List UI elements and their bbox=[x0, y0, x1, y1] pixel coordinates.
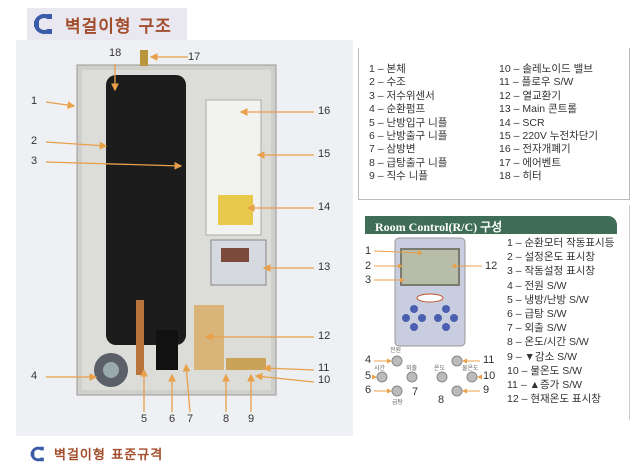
legend-item: 3 – 저수위센서 bbox=[369, 89, 435, 102]
rc-item: 9 – ▼감소 S/W bbox=[507, 350, 577, 363]
legend-item: 1 – 본체 bbox=[369, 63, 406, 75]
legend-left-column: 1 – 본체 2 – 수조 3 – 저수위센서 4 – 순환펌프 5 – 난방입… bbox=[369, 63, 447, 184]
rc-callout-7: 7 bbox=[412, 386, 419, 398]
legend-item: 4 – 순환펌프 bbox=[369, 103, 426, 116]
rc-item: 10 – 물온도 S/W bbox=[507, 364, 583, 377]
callout-16: 16 bbox=[318, 105, 331, 117]
rc-callout-10: 10 bbox=[483, 370, 496, 382]
legend-item: 5 – 난방입구 니플 bbox=[369, 116, 448, 129]
rc-item: 5 – 냉방/난방 S/W bbox=[507, 293, 589, 306]
watertemp-button-label: 물온도 bbox=[462, 366, 479, 372]
remote-control-illustration bbox=[372, 237, 482, 397]
callout-9: 9 bbox=[248, 413, 255, 425]
spec-title: 벽걸이형 표준규격 bbox=[54, 448, 164, 463]
legend-item: 17 – 에어벤트 bbox=[499, 156, 561, 169]
callout-12: 12 bbox=[318, 330, 331, 342]
rc-callout-11: 11 bbox=[483, 354, 495, 366]
callout-11: 11 bbox=[318, 362, 330, 374]
rc-callout-9: 9 bbox=[483, 384, 490, 396]
callout-15: 15 bbox=[318, 148, 331, 160]
callout-17: 17 bbox=[188, 51, 201, 63]
callout-13: 13 bbox=[318, 261, 331, 273]
rc-callout-12: 12 bbox=[485, 260, 498, 272]
callout-1: 1 bbox=[31, 95, 38, 107]
rc-item: 2 – 설정온도 표시창 bbox=[507, 251, 596, 264]
rc-item: 11 – ▲증가 S/W bbox=[507, 379, 583, 392]
legend-item: 16 – 전자개폐기 bbox=[499, 143, 571, 156]
legend-item: 8 – 급탕출구 니플 bbox=[369, 156, 448, 169]
legend-item: 13 – Main 콘트롤 bbox=[499, 103, 578, 116]
power-button-label: 전원 bbox=[390, 348, 402, 354]
legend-item: 2 – 수조 bbox=[369, 76, 406, 89]
legend-item: 10 – 솔레노이드 밸브 bbox=[499, 63, 593, 75]
legend-item: 15 – 220V 누전차단기 bbox=[499, 130, 599, 143]
legend-item: 14 – SCR bbox=[499, 116, 545, 129]
page-title: 벽걸이형 구조 bbox=[65, 16, 172, 37]
hotwater-button-label: 급탕 bbox=[392, 400, 404, 406]
legend-item: 9 – 직수 니플 bbox=[369, 170, 429, 183]
rc-item: 6 – 급탕 S/W bbox=[507, 308, 567, 321]
rc-item: 7 – 외출 S/W bbox=[507, 322, 567, 335]
callout-3: 3 bbox=[31, 155, 38, 167]
rc-item: 3 – 작동설정 표시창 bbox=[507, 265, 596, 278]
rc-item: 1 – 순환모터 작동표시등 bbox=[507, 237, 615, 249]
rc-item: 8 – 온도/시간 S/W bbox=[507, 336, 589, 349]
section-header: 벽걸이형 구조 bbox=[27, 8, 187, 40]
rc-item: 4 – 전원 S/W bbox=[507, 279, 567, 292]
rc-callout-1: 1 bbox=[365, 245, 372, 257]
callout-14: 14 bbox=[318, 201, 331, 213]
spec-section-header: 벽걸이형 표준규격 bbox=[30, 444, 163, 463]
rc-callout-3: 3 bbox=[365, 274, 372, 286]
callout-18: 18 bbox=[109, 47, 122, 59]
out-button-label: 외출 bbox=[406, 366, 418, 372]
rc-callout-4: 4 bbox=[365, 354, 372, 366]
legend-item: 12 – 열교환기 bbox=[499, 89, 561, 102]
boiler-illustration bbox=[45, 50, 315, 413]
rc-callout-6: 6 bbox=[365, 384, 372, 396]
legend-item: 11 – 플로우 S/W bbox=[499, 76, 574, 89]
legend-item: 7 – 삼방변 bbox=[369, 143, 416, 156]
callout-4: 4 bbox=[31, 370, 38, 382]
legend-right-column: 10 – 솔레노이드 밸브 11 – 플로우 S/W 12 – 열교환기 13 … bbox=[499, 63, 598, 184]
callout-2: 2 bbox=[31, 135, 38, 147]
remote-callouts: 1 2 3 4 5 6 7 8 9 10 11 12 전원 시간 외출 급탕 온… bbox=[362, 236, 507, 406]
room-control-list: 1 – 순환모터 작동표시등 2 – 설정온도 표시창 3 – 작동설정 표시창… bbox=[507, 236, 614, 406]
section-icon bbox=[34, 14, 52, 34]
legend-item: 18 – 히터 bbox=[499, 170, 542, 183]
legend-item: 6 – 난방출구 니플 bbox=[369, 130, 448, 143]
section-icon bbox=[30, 446, 44, 461]
boiler-photo: 1 2 3 4 5 6 7 8 9 10 11 12 13 14 15 16 1… bbox=[16, 40, 353, 436]
rc-callout-2: 2 bbox=[365, 260, 372, 272]
callout-5: 5 bbox=[141, 413, 148, 425]
callout-8: 8 bbox=[223, 413, 230, 425]
callout-7: 7 bbox=[187, 413, 194, 425]
parts-legend: 1 – 본체 2 – 수조 3 – 저수위센서 4 – 순환펌프 5 – 난방입… bbox=[358, 48, 630, 200]
rc-item: 12 – 현재온도 표시창 bbox=[507, 393, 601, 406]
callout-6: 6 bbox=[169, 413, 176, 425]
rc-callout-8: 8 bbox=[438, 394, 445, 406]
callout-10: 10 bbox=[318, 374, 331, 386]
temp-button-label: 온도 bbox=[434, 366, 446, 372]
room-control-title: Room Control(R/C) 구성 bbox=[365, 216, 617, 234]
rc-callout-5: 5 bbox=[365, 370, 372, 382]
time-button-label: 시간 bbox=[374, 366, 386, 372]
